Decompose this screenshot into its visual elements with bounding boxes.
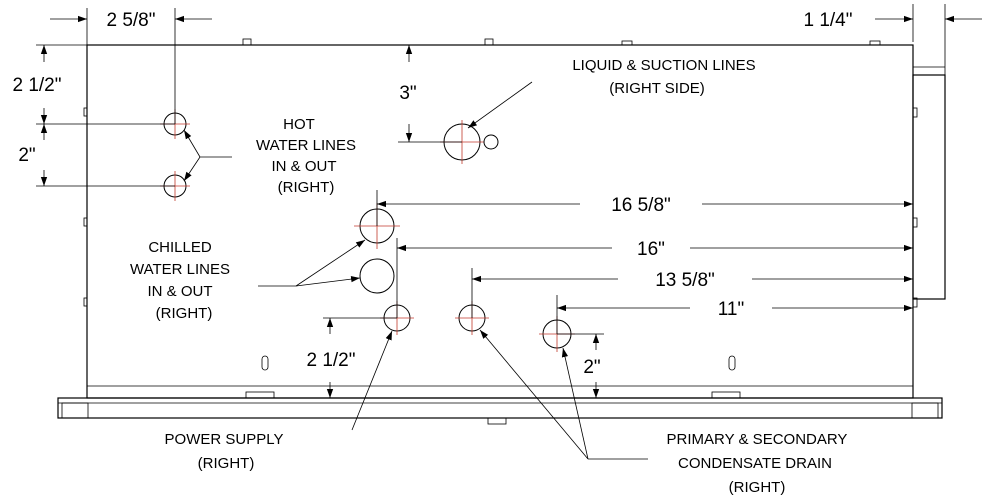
hot-water-label-line-3: IN & OUT [271,158,336,175]
dim-label-11: 11" [718,299,744,320]
power-supply-label: POWER SUPPLY (RIGHT) [165,431,284,472]
hot-water-label-line-2: WATER LINES [256,137,356,154]
condensate-drain-label: PRIMARY & SECONDARY CONDENSATE DRAIN (RI… [667,431,848,496]
liquid-suction-label-line-2: (RIGHT SIDE) [609,80,705,97]
dimension-2-1-2-top: 2 1/2" [12,44,175,125]
dim-label-2-left: 2" [18,145,35,166]
chilled-water-label-line-2: WATER LINES [130,261,230,278]
dim-label-2-1-2-bottom: 2 1/2" [306,350,355,371]
dimension-2-5-8: 2 5/8" [50,8,212,124]
chilled-water-label-line-4: (RIGHT) [156,305,213,322]
liquid-suction-label: LIQUID & SUCTION LINES (RIGHT SIDE) [572,57,755,97]
hot-water-label: HOT WATER LINES IN & OUT (RIGHT) [256,116,356,196]
dim-label-2-1-2-top: 2 1/2" [12,75,61,96]
chilled-water-label-line-1: CHILLED [148,239,212,256]
condensate-drain-label-line-3: (RIGHT) [729,479,786,496]
dimension-16-5-8: 16 5/8" [376,190,913,226]
dimension-1-1-4: 1 1/4" [803,4,982,42]
hot-water-label-line-4: (RIGHT) [278,179,335,196]
liquid-line [483,134,499,150]
dim-label-16: 16" [637,239,665,260]
dim-label-2-5-8: 2 5/8" [106,10,155,31]
condensate-drain-label-line-1: PRIMARY & SECONDARY [667,431,848,448]
dimension-2-left: 2" [18,124,175,187]
dimension-11: 11" [556,295,913,334]
hot-water-label-line-1: HOT [283,116,315,133]
dimension-2-bottom: 2" [557,333,604,398]
dimension-13-5-8: 13 5/8" [471,268,913,318]
dimension-2-1-2-bottom: 2 1/2" [306,317,397,398]
leader-lines [183,81,648,460]
chilled-water-line-lower [359,258,395,294]
dim-label-16-5-8: 16 5/8" [611,195,671,216]
dim-label-3: 3" [399,83,416,104]
chilled-water-label-line-3: IN & OUT [147,283,212,300]
dim-label-2-bottom: 2" [583,357,600,378]
chilled-water-label: CHILLED WATER LINES IN & OUT (RIGHT) [130,239,230,322]
unit-cabinet [57,4,946,425]
power-supply-label-line-2: (RIGHT) [198,455,255,472]
dimension-3: 3" [398,45,462,143]
liquid-suction-label-line-1: LIQUID & SUCTION LINES [572,57,755,74]
power-supply-label-line-1: POWER SUPPLY [165,431,284,448]
condensate-drain-label-line-2: CONDENSATE DRAIN [678,455,832,472]
dimension-16: 16" [396,238,913,318]
dim-label-1-1-4: 1 1/4" [803,10,852,31]
dim-label-13-5-8: 13 5/8" [655,270,715,291]
